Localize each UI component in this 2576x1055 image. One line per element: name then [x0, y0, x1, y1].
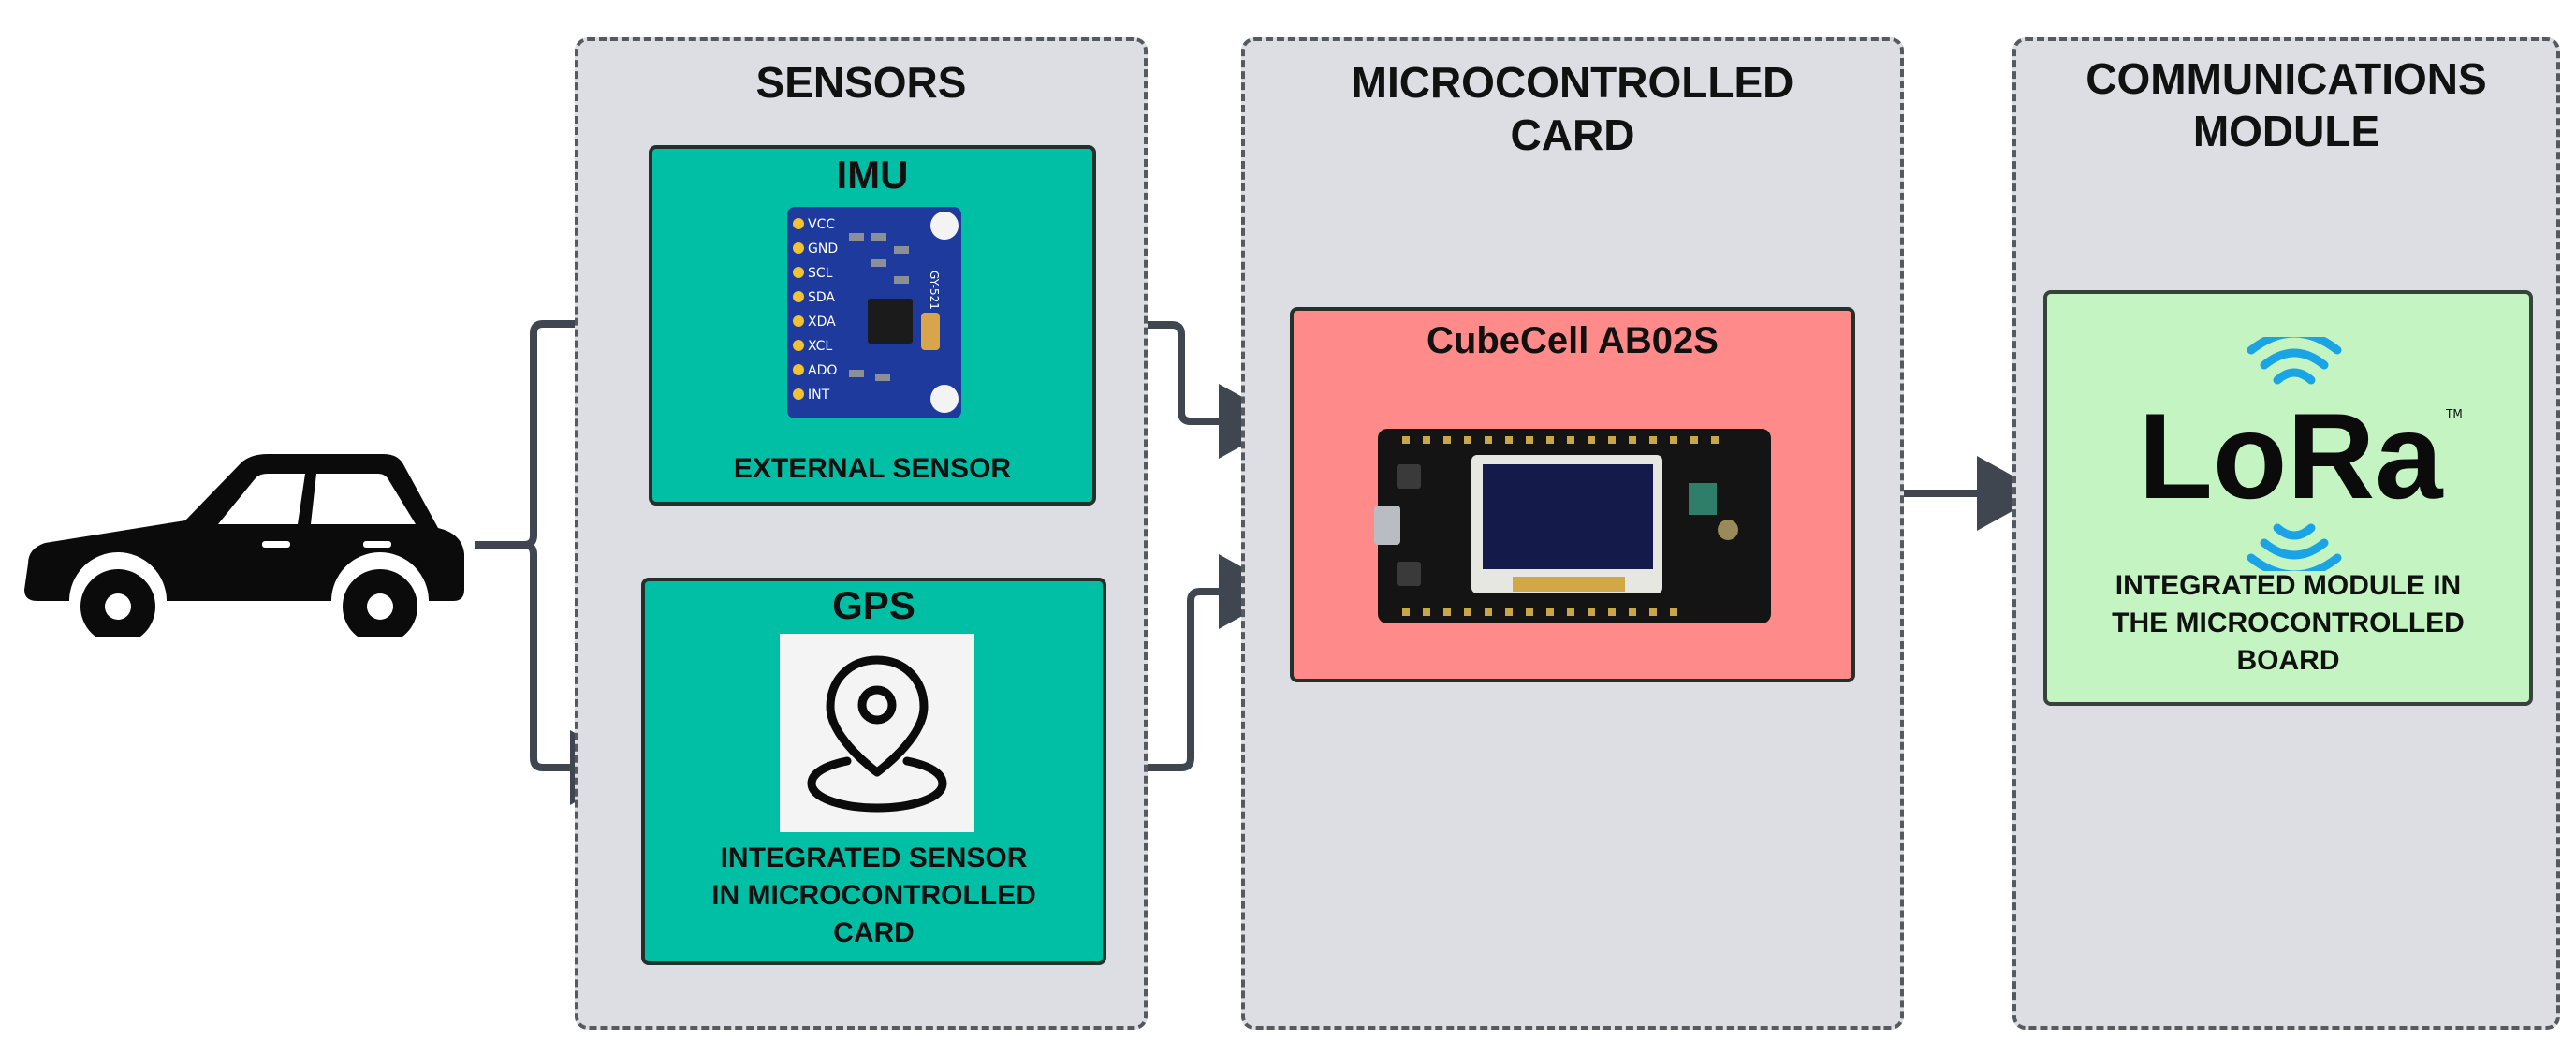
imu-pin-label: INT — [808, 388, 830, 403]
gps-to-cubecell-arrow — [1109, 554, 1286, 771]
gps-caption-line-2: IN MICROCONTROLLED — [711, 880, 1036, 911]
imu-board-image: VCC GND SCL SDA XDA XCL ADO INT GY-521 — [787, 207, 961, 418]
microcontroller-panel-title-line-2: CARD — [1510, 110, 1635, 159]
imu-pin-label: GND — [808, 242, 838, 256]
imu-caption: EXTERNAL SENSOR — [733, 453, 1012, 484]
gps-box: GPS INTEGRATED SENSOR IN MICROCONTROLLED… — [641, 578, 1106, 965]
imu-pin-label: VCC — [808, 217, 835, 232]
communications-panel-title-line-2: MODULE — [2192, 107, 2380, 155]
gps-caption-line-1: INTEGRATED SENSOR — [720, 843, 1028, 873]
imu-pin-label: SDA — [808, 290, 835, 305]
imu-pin-label: XDA — [808, 315, 836, 330]
lora-logo-text: LoRa — [2139, 388, 2445, 524]
imu-pin-label: SCL — [808, 266, 833, 281]
imu-pin-label: XCL — [808, 339, 832, 354]
cubecell-box: CubeCell AB02S — [1290, 307, 1855, 682]
communications-panel-title-line-1: COMMUNICATIONS — [2086, 54, 2487, 103]
lora-box: LoRa TM INTEGRATED MODULE IN THE MICROCO… — [2043, 290, 2533, 706]
cubecell-board-image — [1374, 429, 1771, 623]
lora-caption-line-1: INTEGRATED MODULE IN — [2115, 570, 2462, 601]
imu-to-cubecell-arrow — [1093, 321, 1286, 459]
car-to-gps-arrow — [475, 541, 637, 805]
imu-chip-label: GY-521 — [928, 271, 941, 310]
sensors-panel-title: SENSORS — [755, 58, 967, 107]
gps-icon-tile — [780, 634, 974, 832]
lora-logo: LoRa TM — [2139, 337, 2463, 571]
car-icon — [24, 454, 464, 637]
lora-trademark: TM — [2445, 407, 2463, 420]
imu-title: IMU — [836, 153, 909, 197]
location-pin-icon — [807, 655, 947, 813]
cubecell-title: CubeCell AB02S — [1427, 320, 1719, 361]
gps-title: GPS — [832, 583, 915, 627]
lora-caption-line-3: BOARD — [2236, 645, 2340, 676]
microcontroller-panel-title-line-1: MICROCONTROLLED — [1351, 58, 1794, 107]
imu-box: IMU VCC GND SCL SDA XDA XCL ADO INT GY-5… — [649, 145, 1096, 506]
imu-pin-label: ADO — [808, 363, 837, 378]
gps-caption-line-3: CARD — [833, 917, 915, 948]
wireless-waves-icon — [2247, 337, 2342, 571]
lora-caption-line-2: THE MICROCONTROLLED — [2112, 608, 2465, 638]
